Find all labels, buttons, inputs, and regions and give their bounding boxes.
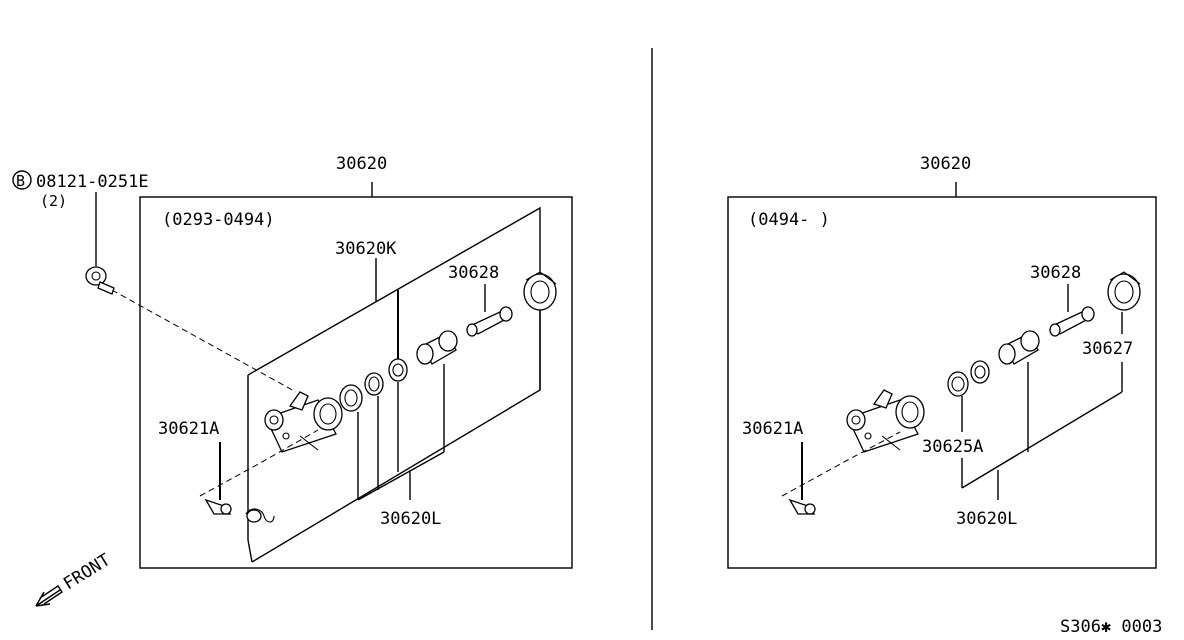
left-bolt-dash-line xyxy=(111,289,297,393)
bolt-part xyxy=(85,266,115,295)
front-label: FRONT xyxy=(60,550,114,594)
right-callout-repair-kit[interactable]: 30620L xyxy=(956,509,1017,529)
left-repair-kit-bracket xyxy=(357,451,445,501)
bolt-badge-letter: B xyxy=(16,172,25,190)
left-bleeder-dash-line xyxy=(199,429,319,497)
right-cylinder-body xyxy=(846,389,925,453)
left-boot-part xyxy=(523,271,557,311)
left-bleeder-part xyxy=(204,498,232,515)
left-clip-part xyxy=(245,508,275,523)
diagram-id: S306✱ 0003 xyxy=(1060,617,1162,637)
right-boot-part xyxy=(1107,271,1141,311)
right-assembly-number[interactable]: 30620 xyxy=(920,154,971,174)
left-panel: 30620 (0293-0494) 30620K 30628 xyxy=(111,154,573,569)
right-piston-rod-part xyxy=(1049,306,1095,337)
bolt-callout: B 08121-0251E (2) xyxy=(12,170,149,295)
right-panel: 30620 (0494- ) 30628 30627 xyxy=(727,154,1157,569)
bolt-badge-circle xyxy=(12,170,32,190)
left-callout-kit[interactable]: 30620K xyxy=(335,239,397,259)
left-piston-rod-part xyxy=(466,306,513,337)
right-repair-kit-bracket xyxy=(961,391,1123,489)
left-callout-bleeder[interactable]: 30621A xyxy=(158,419,219,439)
right-bleeder-part xyxy=(788,498,816,515)
left-callout-piston-rod[interactable]: 30628 xyxy=(448,263,499,283)
left-piston-part xyxy=(416,330,458,365)
left-assembly-frame xyxy=(139,196,573,569)
left-assembly-number[interactable]: 30620 xyxy=(336,154,387,174)
left-cylinder-body xyxy=(264,391,343,453)
left-ring-part xyxy=(364,372,384,396)
front-indicator: FRONT xyxy=(35,550,114,607)
right-date-range: (0494- ) xyxy=(748,210,830,230)
front-arrow-shaft xyxy=(39,585,63,605)
bolt-part-number[interactable]: 08121-0251E xyxy=(36,172,149,192)
left-cup-seal-part xyxy=(388,358,408,382)
right-bleeder-dash-line xyxy=(781,431,901,497)
left-callout-repair-kit[interactable]: 30620L xyxy=(380,509,441,529)
left-seal-part xyxy=(339,384,363,412)
right-callout-piston-cup[interactable]: 30625A xyxy=(922,437,983,457)
left-kit-outline-corner xyxy=(247,539,253,563)
bolt-quantity: (2) xyxy=(40,192,67,210)
right-assembly-frame xyxy=(727,196,1157,569)
right-callout-piston-rod[interactable]: 30628 xyxy=(1030,263,1081,283)
right-callout-boot[interactable]: 30627 xyxy=(1082,339,1133,359)
right-callout-bleeder[interactable]: 30621A xyxy=(742,419,803,439)
right-cup-seal-part xyxy=(947,360,990,397)
front-arrow-icon xyxy=(35,589,61,607)
right-piston-part xyxy=(998,330,1040,365)
left-date-range: (0293-0494) xyxy=(162,210,275,230)
